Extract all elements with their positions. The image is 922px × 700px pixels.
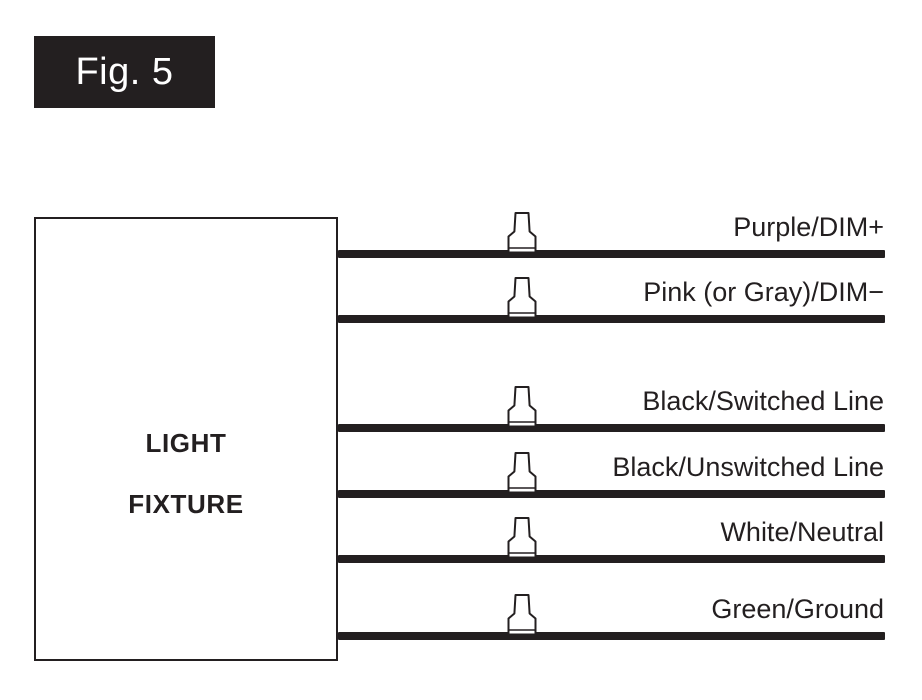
figure-number-plate: Fig. 5 [34,36,215,108]
wire-line-pink-gray-dim-minus [338,315,885,323]
wire-line-green-ground [338,632,885,640]
wire-line-purple-dim-plus [338,250,885,258]
wire-label-black-switched-line: Black/Switched Line [642,386,884,416]
wire-label-white-neutral: White/Neutral [720,517,884,547]
wire-line-white-neutral [338,555,885,563]
wire-label-pink-gray-dim-minus: Pink (or Gray)/DIM− [643,277,884,307]
light-fixture-label-line1: LIGHT [145,427,227,458]
wire-nut-connector-icon [504,274,540,322]
light-fixture-box: LIGHT FIXTURE [34,217,338,661]
wire-line-black-switched-line [338,424,885,432]
light-fixture-label-line2: FIXTURE [128,489,244,520]
figure-number-label: Fig. 5 [75,51,174,93]
wire-nut-connector-icon [504,514,540,562]
wire-label-black-unswitched-line: Black/Unswitched Line [612,452,884,482]
light-fixture-label: LIGHT FIXTURE [36,397,336,520]
wire-line-black-unswitched-line [338,490,885,498]
wire-label-green-ground: Green/Ground [711,594,884,624]
wire-nut-connector-icon [504,449,540,497]
wire-label-purple-dim-plus: Purple/DIM+ [733,212,884,242]
wire-nut-connector-icon [504,591,540,639]
wire-nut-connector-icon [504,383,540,431]
wire-nut-connector-icon [504,209,540,257]
